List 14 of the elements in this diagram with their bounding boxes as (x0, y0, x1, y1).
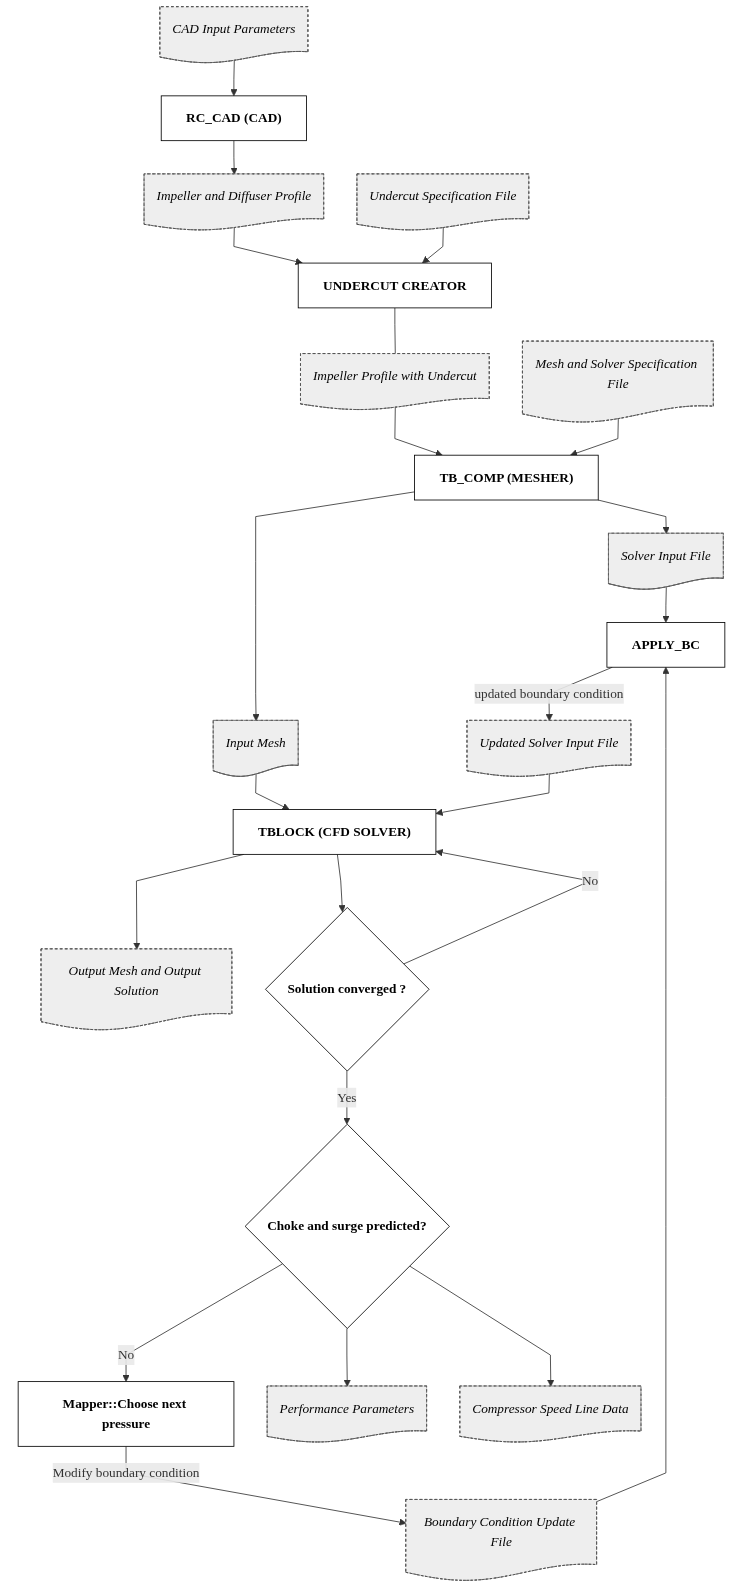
node-box: UNDERCUT CREATOR (297, 262, 492, 309)
node-box: APPLY_BC (606, 622, 726, 668)
node-box: TB_COMP (MESHER) (414, 454, 599, 501)
connector (394, 307, 396, 355)
edge-label: updated boundary condition (474, 686, 624, 701)
node-box: TBLOCK (CFD SOLVER) (232, 809, 437, 855)
edge-label: No (117, 1347, 135, 1362)
node-box: RC_CAD (CAD) (160, 95, 307, 142)
node-diamond: Choke and surge predicted? (244, 1123, 450, 1329)
edge-label: Yes (337, 1090, 357, 1105)
node-diamond: Solution converged ? (265, 907, 430, 1072)
edge-label: Modify boundary condition (52, 1465, 200, 1480)
node-box: Mapper::Choose next pressure (17, 1381, 235, 1447)
edge-label: No (581, 873, 599, 888)
